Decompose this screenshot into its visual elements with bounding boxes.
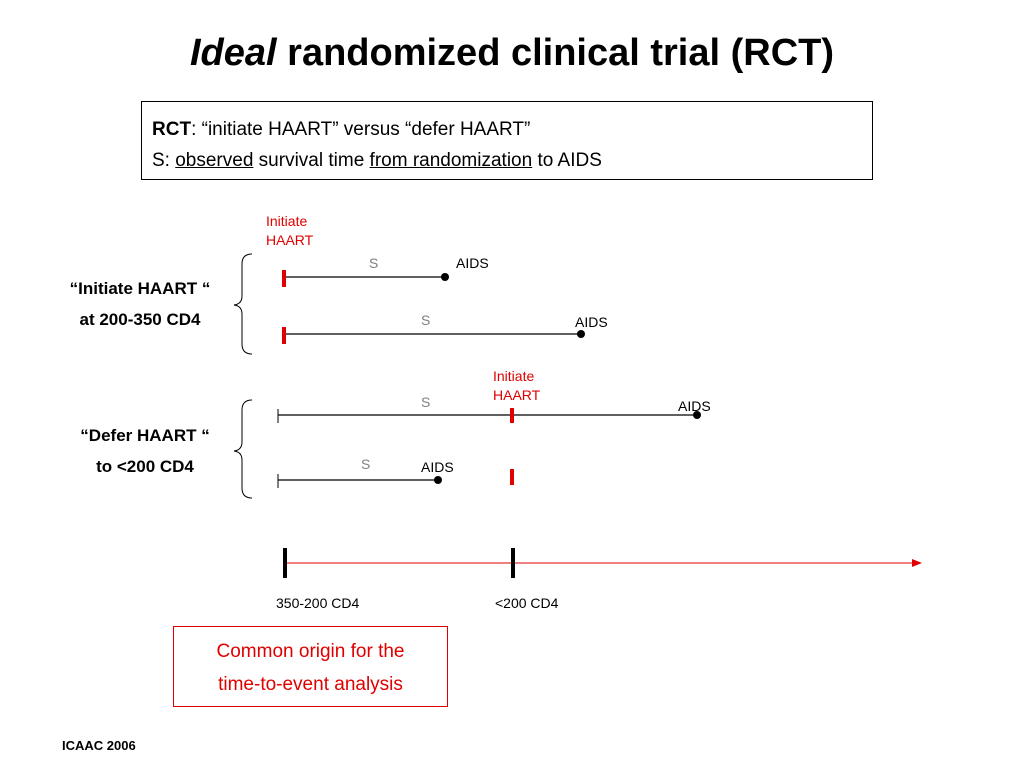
rct-definition-box: RCT: “initiate HAART” versus “defer HAAR… — [141, 101, 873, 180]
initiate-group-line1: “Initiate HAART “ — [69, 279, 211, 298]
initiate-group-brace — [233, 253, 253, 355]
slide-title: Ideal randomized clinical trial (RCT) — [0, 30, 1024, 76]
timeline-2-event-dot — [577, 330, 585, 338]
rct-line: RCT: “initiate HAART” versus “defer HAAR… — [152, 114, 872, 145]
rct-label: RCT — [152, 119, 192, 140]
initiate-group-line2: at 200-350 CD4 — [79, 310, 201, 329]
timeline-4-event-label: AIDS — [421, 459, 454, 475]
axis-label-left: 350-200 CD4 — [276, 595, 359, 611]
defer-group-line1: “Defer HAART “ — [80, 426, 210, 445]
axis-label-right: <200 CD4 — [495, 595, 559, 611]
timeline-3-event-dot — [693, 411, 701, 419]
survival-from-randomization: from randomization — [369, 150, 533, 171]
survival-observed: observed — [175, 150, 254, 171]
initiate-haart-label-1-line2: HAART — [266, 232, 314, 248]
title-rest: randomized clinical trial (RCT) — [276, 32, 835, 74]
initiate-haart-label-1-line1: Initiate — [266, 213, 307, 229]
timeline-3-s-label: S — [421, 394, 430, 410]
survival-line: S: observed survival time from randomiza… — [152, 145, 872, 176]
rct-text: : “initiate HAART” versus “defer HAART” — [191, 119, 531, 140]
initiate-haart-label-2-line1: Initiate — [493, 368, 534, 384]
timeline-1-s-label: S — [369, 255, 378, 271]
survival-prefix: S: — [152, 150, 176, 171]
timeline-4-s-label: S — [361, 456, 370, 472]
timeline-2-event-label: AIDS — [575, 314, 608, 330]
timeline-1-event-dot — [441, 273, 449, 281]
common-origin-box: Common origin for the time-to-event anal… — [173, 626, 448, 707]
footer-source: ICAAC 2006 — [62, 738, 136, 753]
survival-suffix: to AIDS — [532, 150, 602, 171]
defer-group-label: “Defer HAART “ to <200 CD4 — [60, 420, 230, 482]
title-emphasis: Ideal — [189, 32, 277, 74]
timeline-3-event-label: AIDS — [678, 398, 711, 414]
initiate-group-label: “Initiate HAART “ at 200-350 CD4 — [50, 273, 230, 335]
common-origin-line1: Common origin for the — [216, 641, 405, 662]
survival-middle: survival time — [253, 150, 370, 171]
defer-group-brace — [233, 399, 253, 499]
initiate-haart-label-2-line2: HAART — [493, 387, 541, 403]
defer-group-line2: to <200 CD4 — [96, 457, 194, 476]
timeline-4-event-dot — [434, 476, 442, 484]
timeline-2-s-label: S — [421, 312, 430, 328]
common-origin-line2: time-to-event analysis — [218, 674, 403, 695]
timeline-1-event-label: AIDS — [456, 255, 489, 271]
